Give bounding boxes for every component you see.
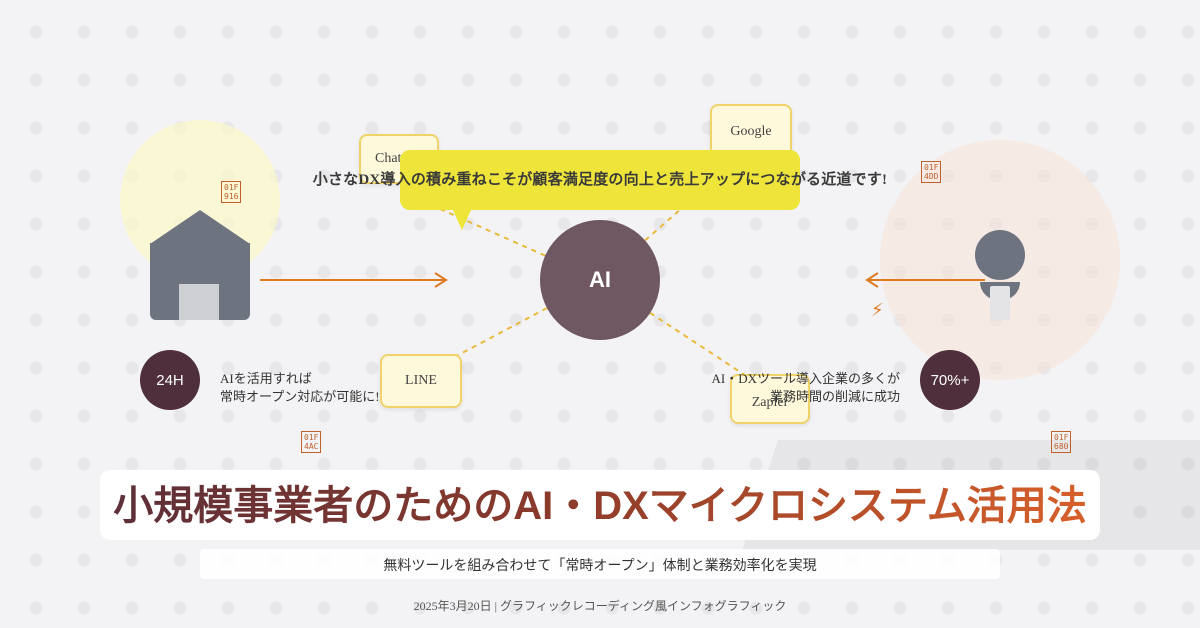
speech-bubble xyxy=(400,150,800,210)
tool-label-google: Google xyxy=(730,124,772,139)
person-icon xyxy=(975,230,1025,280)
person-shirt-icon xyxy=(990,286,1010,320)
house-icon-roof xyxy=(150,210,250,244)
badge-24h-label: 24H xyxy=(156,371,184,389)
left-description: AIを活用すれば 常時オープン対応が可能に! xyxy=(220,370,380,406)
title-band xyxy=(100,470,1100,540)
badge-24h: 24H xyxy=(140,350,200,410)
tool-label-zapier: Zapier xyxy=(751,395,789,410)
speech-bubble-tail xyxy=(452,208,472,230)
left-description-line1: AIを活用すれば xyxy=(220,371,312,386)
house-door-icon xyxy=(179,284,219,320)
left-description-line2: 常時オープン対応が可能に! xyxy=(220,389,380,404)
right-description-line1: AI・DXツール導入企業の多くが xyxy=(711,371,901,386)
ai-label: AI xyxy=(589,267,611,292)
tool-card-zapier: Zapier xyxy=(730,374,810,424)
tool-card-line: LINE xyxy=(380,354,462,408)
lightning-bolt-icon: ⚡ xyxy=(871,300,884,321)
speech-bubble-text: 小さなDX導入の積み重ねこそが顧客満足度の向上と売上アップにつながる近道です! xyxy=(312,172,888,188)
page-subtitle: 無料ツールを組み合わせて「常時オープン」体制と業務効率化を実現 xyxy=(383,559,817,574)
ai-center-circle: AI xyxy=(540,220,660,340)
subtitle-band xyxy=(200,549,1000,579)
tool-label-chat: Chat xyxy=(375,151,402,166)
badge-70-percent: 70%+ xyxy=(920,350,980,410)
tool-label-line: LINE xyxy=(405,373,437,388)
badge-70-label: 70%+ xyxy=(930,371,970,389)
right-description-line2: 業務時間の削減に成功 xyxy=(769,389,900,404)
footer-date-caption: 2025年3月20日 | グラフィックレコーディング風インフォグラフィック xyxy=(413,599,787,613)
page-title: 小規模事業者のためのAI・DXマイクロシステム活用法 xyxy=(100,476,1100,536)
right-description: AI・DXツール導入企業の多くが 業務時間の削減に成功 xyxy=(704,370,901,406)
